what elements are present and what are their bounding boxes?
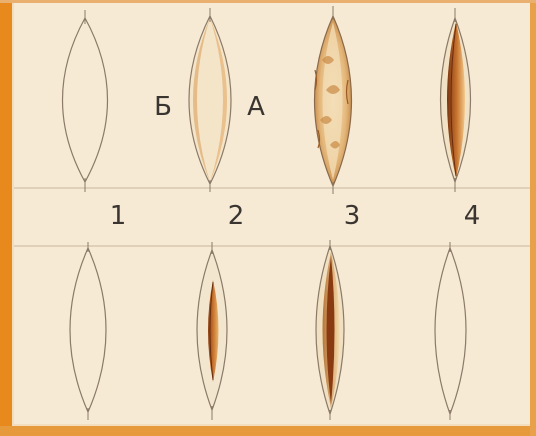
frame-left-edge — [0, 0, 12, 436]
stage-number-4: 4 — [464, 203, 481, 229]
frame-bottom-edge — [0, 426, 536, 436]
stage-number-3: 3 — [344, 203, 361, 229]
stage-number-2: 2 — [228, 203, 245, 229]
right-side-label: А — [247, 94, 265, 120]
left-side-label: Б — [154, 94, 172, 120]
frame-right-edge — [530, 0, 536, 436]
frame-top-edge — [0, 0, 536, 3]
stage-number-1: 1 — [110, 203, 127, 229]
